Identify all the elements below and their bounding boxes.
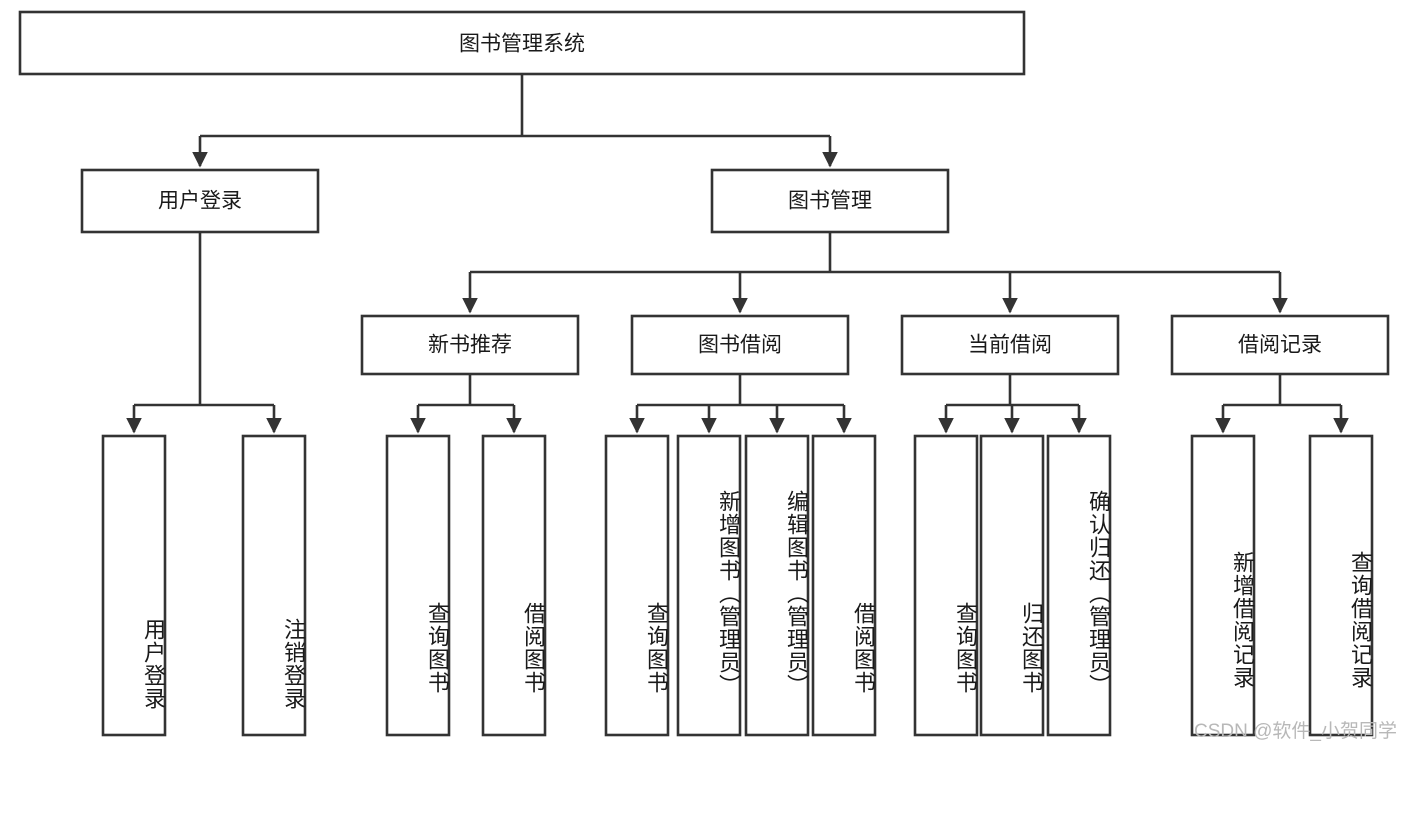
leaf-box-borrow-book-2[interactable] [811,434,877,737]
node-borrow-record-label: 借阅记录 [1238,334,1322,357]
leaf-box-confirm-return[interactable] [1046,434,1112,737]
leaf-box-layer [101,434,1374,737]
node-user-login-box[interactable] [80,168,320,234]
node-new-book-rec-box[interactable] [360,314,580,376]
node-current-borrow[interactable]: 当前借阅 [900,314,1120,376]
leaf-box-query-record[interactable] [1308,434,1374,737]
diagram-canvas: 图书管理系统 用户登录 图书管理 新书推荐 图书借阅 当前借阅 借阅记录 [18,10,1397,742]
csdn-watermark: CSDN @软件_小贺同学 [1194,721,1397,742]
node-book-borrow[interactable]: 图书借阅 [630,314,850,376]
node-book-manage[interactable]: 图书管理 [710,168,950,234]
leaf-box-edit-book[interactable] [744,434,810,737]
diagram-svg: 图书管理系统 用户登录 图书管理 新书推荐 图书借阅 当前借阅 借阅记录 [18,10,1390,737]
node-book-manage-label: 图书管理 [788,190,872,213]
node-user-login-label: 用户登录 [158,190,242,213]
leaf-box-add-record[interactable] [1190,434,1256,737]
node-user-login[interactable]: 用户登录 [80,168,320,234]
node-borrow-record-box[interactable] [1170,314,1390,376]
leaf-box-user-logout[interactable] [241,434,307,737]
node-root-label: 图书管理系统 [459,33,585,56]
node-new-book-rec-label: 新书推荐 [428,334,512,357]
node-root-box[interactable] [18,10,1026,76]
leaf-box-query-book-1[interactable] [385,434,451,737]
connector-layer [126,74,1349,434]
node-current-borrow-box[interactable] [900,314,1120,376]
node-borrow-record[interactable]: 借阅记录 [1170,314,1390,376]
node-book-borrow-box[interactable] [630,314,850,376]
node-root[interactable]: 图书管理系统 [18,10,1026,76]
node-book-manage-box[interactable] [710,168,950,234]
node-book-borrow-label: 图书借阅 [698,334,782,357]
node-new-book-rec[interactable]: 新书推荐 [360,314,580,376]
node-current-borrow-label: 当前借阅 [968,334,1052,357]
leaf-box-borrow-book-1[interactable] [481,434,547,737]
leaf-box-add-book[interactable] [676,434,742,737]
leaf-box-return-book[interactable] [979,434,1045,737]
leaf-box-user-login[interactable] [101,434,167,737]
leaf-box-query-book-2[interactable] [604,434,670,737]
leaf-box-query-book-3[interactable] [913,434,979,737]
